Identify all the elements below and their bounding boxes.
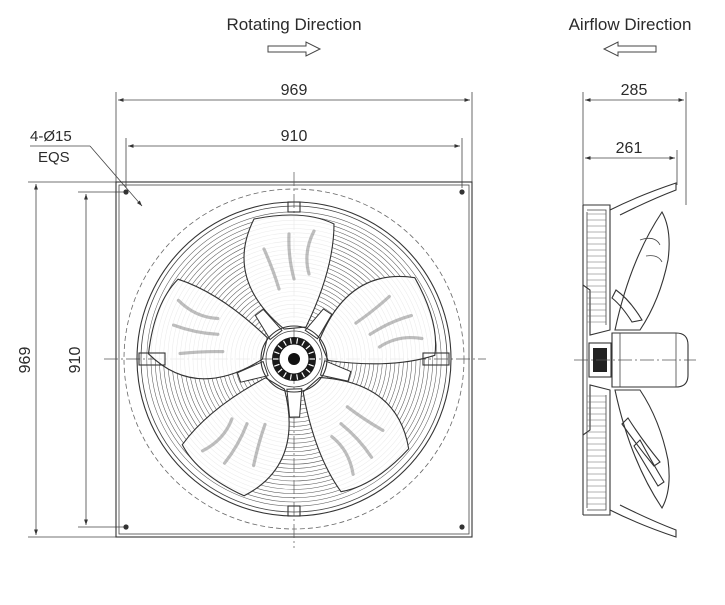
- overall-height-dimension: 969: [17, 181, 116, 538]
- fan-blades: [147, 214, 437, 497]
- hole-spacing-width-value: 910: [281, 128, 308, 145]
- overall-width-dimension: 969: [115, 82, 473, 182]
- hole-spacing-height-dimension: 910: [67, 191, 126, 528]
- mounting-holes: [123, 189, 465, 530]
- arrow-right-outline-icon: [267, 41, 322, 57]
- guard-struts: [138, 201, 450, 517]
- overall-height-value: 969: [17, 347, 34, 374]
- hole-spec-line2: EQS: [38, 149, 70, 166]
- airflow-direction-label: Airflow Direction: [569, 15, 692, 34]
- motor-hub: [260, 325, 328, 393]
- hole-spacing-width-dimension: 910: [125, 128, 463, 188]
- side-view: [574, 182, 696, 538]
- rotating-direction-label: Rotating Direction: [226, 15, 361, 34]
- body-depth-dimension: 261: [585, 140, 678, 185]
- total-depth-dimension: 285: [582, 82, 687, 205]
- body-depth-value: 261: [616, 140, 643, 157]
- arrow-left-outline-icon: [602, 41, 657, 57]
- hole-callout: 4-Ø15 EQS: [30, 128, 143, 207]
- hole-spec-line1: 4-Ø15: [30, 128, 72, 145]
- total-depth-value: 285: [621, 82, 648, 99]
- hole-spacing-height-value: 910: [67, 347, 84, 374]
- overall-width-value: 969: [281, 82, 308, 99]
